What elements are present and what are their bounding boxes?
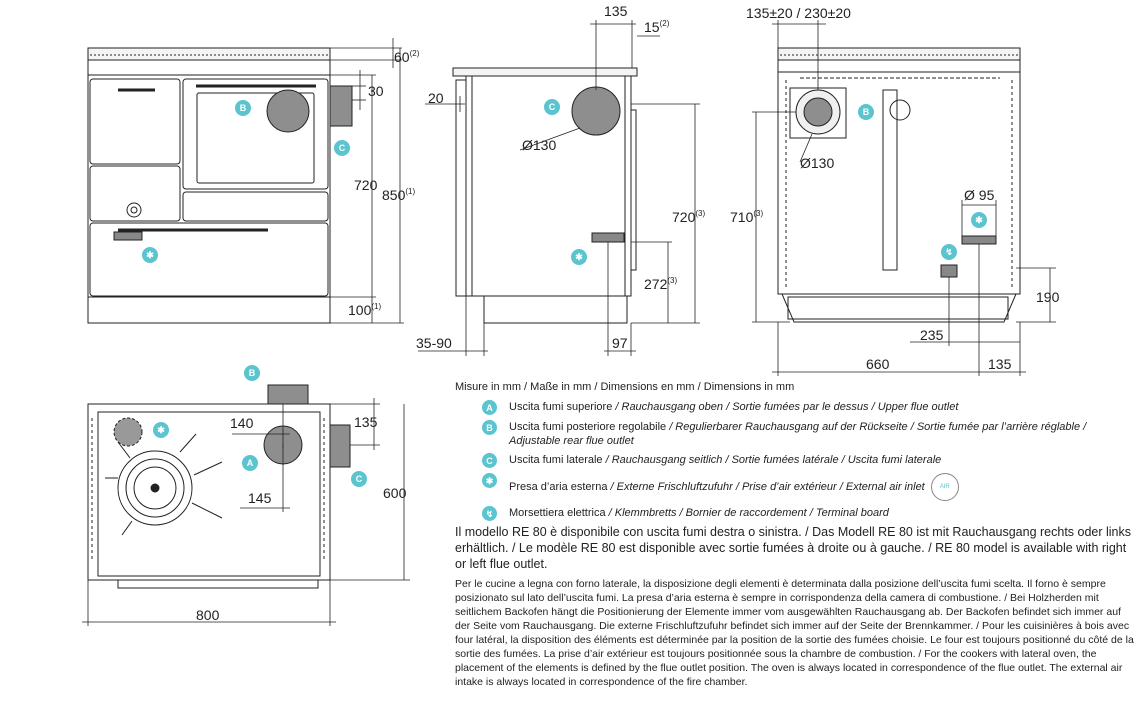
rear-dim-710: 710(3) xyxy=(730,209,763,225)
legend-item-terminal: ↯ Morsettiera elettrica / Klemmbretts / … xyxy=(482,506,1135,521)
legend-text-air-rest: / Externe Frischluftzufuhr / Prise d’air… xyxy=(607,480,925,493)
rear-dim-d95: Ø 95 xyxy=(964,187,995,203)
rear-badge-air-label: ✱ xyxy=(975,215,983,225)
legend-text-terminal-rest: / Klemmbretts / Bornier de raccordement … xyxy=(605,507,889,519)
top-badge-c-label: C xyxy=(356,474,363,484)
top-dim-600: 600 xyxy=(383,485,407,501)
front-badge-air xyxy=(142,247,158,263)
legend-text-b-rest: / Regulierbarer Rauchausgang auf der Rüc… xyxy=(509,421,1087,447)
top-dim-800: 800 xyxy=(196,607,220,623)
legend-text-a-main: Uscita fumi superiore xyxy=(509,401,613,413)
legend: Misure in mm / Maße in mm / Dimensions e… xyxy=(455,380,1135,526)
legend-text-air-main: Presa d’aria esterna xyxy=(509,480,608,493)
side-badge-c-label: C xyxy=(549,102,556,112)
rear-badge-b-label: B xyxy=(863,107,870,117)
top-badge-b xyxy=(244,365,260,381)
side-dim-272: 272(3) xyxy=(644,276,677,292)
legend-text-terminal-main: Morsettiera elettrica xyxy=(509,507,606,519)
units-note: Misure in mm / Maße in mm / Dimensions e… xyxy=(455,381,795,393)
rear-badge-term xyxy=(941,244,957,260)
front-dim-30: 30 xyxy=(368,83,384,99)
front-dim-850: 850(1) xyxy=(382,187,415,203)
top-badge-a xyxy=(242,455,258,471)
rear-dim-135: 135 xyxy=(988,356,1012,372)
legend-text-c: Uscita fumi laterale / Rauchausgang seit… xyxy=(509,453,1135,467)
top-badge-b-label: B xyxy=(249,368,256,378)
layout-note: Per le cucine a legna con forno laterale… xyxy=(455,578,1134,688)
rear-dim-top: 135±20 / 230±20 xyxy=(746,5,851,21)
side-dim-d130: Ø130 xyxy=(522,137,556,153)
legend-item-air: ✱ Presa d’aria esterna / Externe Frischl… xyxy=(482,473,1135,501)
top-badge-a-label: A xyxy=(247,458,254,468)
side-badge-c xyxy=(544,99,560,115)
legend-badge-a: A xyxy=(482,400,497,415)
model-note: Il modello RE 80 è disponibile con uscit… xyxy=(455,525,1132,571)
front-dim-720: 720 xyxy=(354,177,378,193)
side-dim-135: 135 xyxy=(604,3,628,19)
front-dim-100: 100(1) xyxy=(348,302,381,318)
rear-dim-660: 660 xyxy=(866,356,890,372)
side-dimensions xyxy=(418,20,700,356)
legend-badge-air: ✱ xyxy=(482,473,497,488)
rear-badge-term-label: ↯ xyxy=(945,247,953,257)
front-badge-c xyxy=(334,140,350,156)
front-dimensions xyxy=(330,38,404,324)
legend-badge-c: C xyxy=(482,453,497,468)
top-dim-140: 140 xyxy=(230,415,254,431)
side-dim-720: 720(3) xyxy=(672,209,705,225)
rear-view xyxy=(777,47,1021,323)
rear-badge-b xyxy=(858,104,874,120)
front-badge-b xyxy=(235,100,251,116)
legend-badge-b: B xyxy=(482,420,497,435)
legend-text-c-main: Uscita fumi laterale xyxy=(509,454,603,466)
top-view xyxy=(87,384,351,589)
side-dim-35-90: 35-90 xyxy=(416,335,452,351)
top-badge-c xyxy=(351,471,367,487)
legend-item-c: C Uscita fumi laterale / Rauchausgang se… xyxy=(482,453,1135,468)
rear-dimensions xyxy=(752,20,1056,376)
legend-text-b-main: Uscita fumi posteriore regolabile xyxy=(509,421,667,433)
side-dim-20: 20 xyxy=(428,90,444,106)
legend-item-a: A Uscita fumi superiore / Rauchausgang o… xyxy=(482,400,1135,415)
top-dim-145: 145 xyxy=(248,490,272,506)
side-badge-air-label: ✱ xyxy=(575,252,583,262)
legend-badge-terminal: ↯ xyxy=(482,506,497,521)
legend-text-a-rest: / Rauchausgang oben / Sortie fumées par … xyxy=(612,401,959,413)
front-badge-c-label: C xyxy=(339,143,346,153)
legend-text-terminal: Morsettiera elettrica / Klemmbretts / Bo… xyxy=(509,506,1135,520)
top-dim-135: 135 xyxy=(354,414,378,430)
side-dim-97: 97 xyxy=(612,335,628,351)
legend-text-b: Uscita fumi posteriore regolabile / Regu… xyxy=(509,420,1135,448)
top-dimensions xyxy=(82,398,410,626)
front-dim-60: 60(2) xyxy=(394,49,420,65)
side-view xyxy=(452,67,638,324)
rear-dim-235: 235 xyxy=(920,327,944,343)
front-view xyxy=(87,47,353,324)
front-badge-b-label: B xyxy=(240,103,247,113)
legend-item-b: B Uscita fumi posteriore regolabile / Re… xyxy=(482,420,1135,448)
top-badge-air xyxy=(153,422,169,438)
rear-badge-air xyxy=(971,212,987,228)
front-badge-air-label: ✱ xyxy=(146,250,154,260)
side-badge-air xyxy=(571,249,587,265)
air-logo-icon: AIR xyxy=(930,473,959,501)
legend-text-air: Presa d’aria esterna / Externe Frischluf… xyxy=(509,473,1135,501)
rear-dim-190: 190 xyxy=(1036,289,1060,305)
legend-text-c-rest: / Rauchausgang seitlich / Sortie fumées … xyxy=(602,454,942,466)
top-badge-air-label: ✱ xyxy=(157,425,165,435)
rear-dim-d130: Ø130 xyxy=(800,155,834,171)
legend-text-a: Uscita fumi superiore / Rauchausgang obe… xyxy=(509,400,1135,414)
side-dim-15: 15(2) xyxy=(644,19,670,35)
